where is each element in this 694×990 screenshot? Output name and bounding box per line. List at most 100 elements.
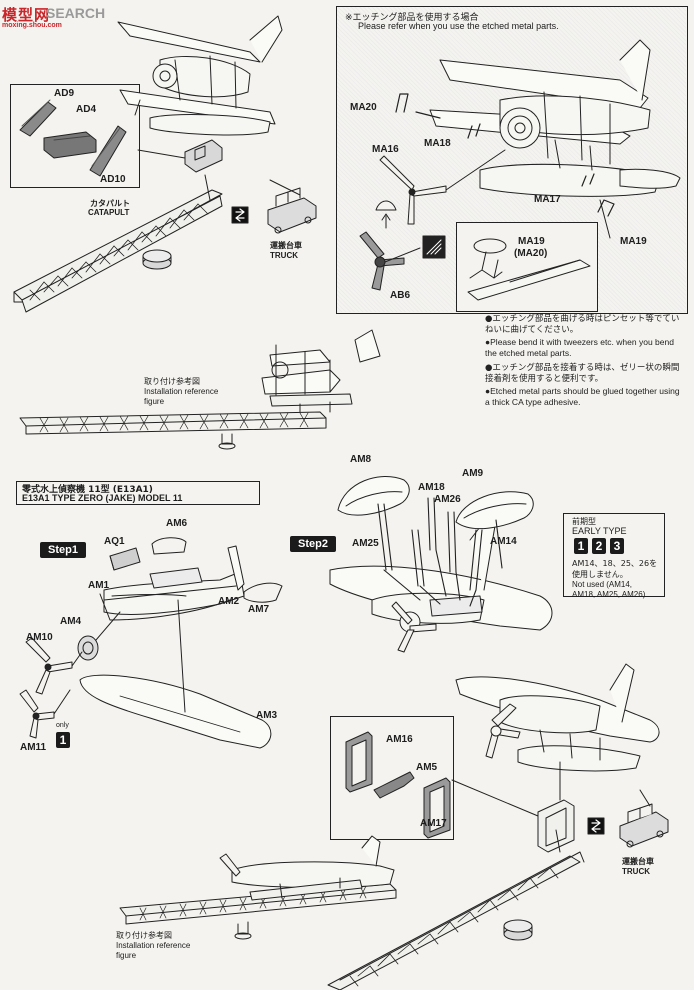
installation-reference-top-drawing <box>19 329 381 450</box>
part-label-ab6: AB6 <box>390 290 411 301</box>
part-label-am10: AM10 <box>26 632 53 643</box>
early-type-note-en1: Not used (AM14, <box>572 580 633 589</box>
part-label-am3: AM3 <box>256 710 278 721</box>
part-label-ad4: AD4 <box>76 104 97 115</box>
part-label-ma20: MA20 <box>350 102 377 113</box>
catapult-label-jp: カタパルト <box>90 199 130 208</box>
part-label-aq1: AQ1 <box>104 536 125 547</box>
part-label-am16: AM16 <box>386 734 413 745</box>
watermark-gray-text: SEARCH <box>46 5 106 21</box>
truck-bottom-right-drawing <box>619 789 669 848</box>
ref-label-jp-top: 取り付け参考図 <box>144 377 200 386</box>
part-label-am7: AM7 <box>248 604 270 615</box>
part-label-am1: AM1 <box>88 580 110 591</box>
part-label-ad10: AD10 <box>100 174 126 185</box>
step1-badge: Step1 <box>40 542 86 558</box>
installation-reference-bottom-drawing <box>119 835 397 940</box>
part-label-am6: AM6 <box>166 518 188 529</box>
etched-header-en: Please refer when you use the etched met… <box>358 21 559 31</box>
step1-am10-propeller-drawing <box>25 637 83 695</box>
am-parts-bottom-drawing <box>345 731 539 839</box>
truck-label-en-top: TRUCK <box>270 251 298 260</box>
step2-floatplane-drawing <box>329 513 553 653</box>
step1-am3-wing-drawing <box>79 599 272 749</box>
swap-arrow-icon-bottom-right <box>587 817 605 835</box>
model-title-en: E13A1 TYPE ZERO (JAKE) MODEL 11 <box>22 493 183 503</box>
early-type-frame <box>563 513 665 597</box>
etched-note-4: ●Etched metal parts should be glued toge… <box>485 386 680 407</box>
early-type-num-3: 3 <box>610 538 624 554</box>
etched-struts <box>395 93 615 217</box>
truck-label-jp-bottom: 運搬台車 <box>622 857 654 866</box>
biplane-top-left-drawing <box>117 15 283 136</box>
part-label-am4: AM4 <box>60 616 82 627</box>
part-label-am14: AM14 <box>490 536 517 547</box>
step2-struts-drawing <box>377 497 503 607</box>
ad-parts-drawing <box>19 99 127 177</box>
part-label-am2: AM2 <box>218 596 240 607</box>
step2-am8-float-drawing <box>337 476 410 516</box>
propeller-ab6-drawing <box>359 231 421 291</box>
only-label: only <box>56 722 69 729</box>
part-label-ma20-box: (MA20) <box>514 248 548 259</box>
step1-am4-engine-drawing <box>77 611 121 661</box>
ma19-detail-drawing <box>467 238 591 301</box>
part-label-ma18: MA18 <box>424 138 451 149</box>
etched-part-icon <box>422 235 446 259</box>
part-label-ma17: MA17 <box>534 194 561 205</box>
part-label-am17: AM17 <box>420 818 447 829</box>
propeller-ma16-drawing <box>379 149 506 225</box>
watermark-red-text: 模型网 <box>2 6 51 24</box>
etched-parts-frame <box>336 6 688 314</box>
truck-label-en-bottom: TRUCK <box>622 867 650 876</box>
early-type-num-2: 2 <box>592 538 606 554</box>
only-number-badge: 1 <box>56 732 70 748</box>
biplane-etched-drawing <box>429 39 681 197</box>
early-type-jp: 前期型 <box>572 517 596 526</box>
swap-arrow-icon-top-left <box>231 206 249 224</box>
part-label-am8: AM8 <box>350 454 372 465</box>
early-type-num-1: 1 <box>574 538 588 554</box>
part-label-am9: AM9 <box>462 468 484 479</box>
model-title-box <box>16 481 260 505</box>
step1-am11-propeller-drawing <box>19 689 71 739</box>
floatplane-bottom-right-drawing <box>455 663 660 801</box>
ref-label-en1-top: Installation reference <box>144 387 219 396</box>
etched-note-3: ●エッチング部品を接着する時は、ゼリー状の瞬間接着剤を使用すると便利です。 <box>485 363 680 384</box>
truck-top-left-drawing <box>267 179 317 234</box>
early-type-note-jp2: 使用しません。 <box>572 570 628 579</box>
part-label-ad9: AD9 <box>54 88 75 99</box>
step2-am9-float-drawing <box>455 491 534 530</box>
part-label-ma19-box: MA19 <box>518 236 545 247</box>
ref-label-en2-bottom: figure <box>116 951 137 960</box>
early-type-en: EARLY TYPE <box>572 526 627 536</box>
step1-am6-canopy-drawing <box>151 537 187 555</box>
site-watermark: 模型网 SEARCH moxing.shou.com <box>0 0 160 30</box>
part-label-am18: AM18 <box>418 482 445 493</box>
step1-am7-nose-drawing <box>243 582 283 603</box>
step1-aq1-drawing <box>109 547 141 571</box>
ad-assembled-part <box>137 139 223 173</box>
am-assembled-part <box>537 799 575 853</box>
catapult-top-left-drawing <box>13 174 223 313</box>
ref-label-en2-top: figure <box>144 397 165 406</box>
catapult-label-en: CATAPULT <box>88 208 130 217</box>
part-label-am25: AM25 <box>352 538 379 549</box>
part-label-ma16: MA16 <box>372 144 399 155</box>
catapult-bottom-right-drawing <box>327 829 585 990</box>
early-type-note-jp1: AM14、18、25、26を <box>572 559 658 568</box>
ref-label-jp-bottom: 取り付け参考図 <box>116 931 172 940</box>
etched-header-jp: ※エッチング部品を使用する場合 <box>345 13 479 23</box>
watermark-url: moxing.shou.com <box>2 22 62 29</box>
early-type-note-en2: AM18, AM25, AM26) <box>572 590 646 599</box>
etched-note-1: ●エッチング部品を曲げる時はピンセット等でていねいに曲げてください。 <box>485 314 680 335</box>
spinner-cone-drawing <box>375 200 397 229</box>
part-label-am5: AM5 <box>416 762 438 773</box>
step2-badge: Step2 <box>290 536 336 552</box>
truck-label-jp-top: 運搬台車 <box>270 241 302 250</box>
ref-label-en1-bottom: Installation reference <box>116 941 191 950</box>
etched-note-2: ●Please bend it with tweezers etc. when … <box>485 337 674 358</box>
part-label-am11: AM11 <box>20 742 47 753</box>
part-label-ma19-right: MA19 <box>620 236 647 247</box>
